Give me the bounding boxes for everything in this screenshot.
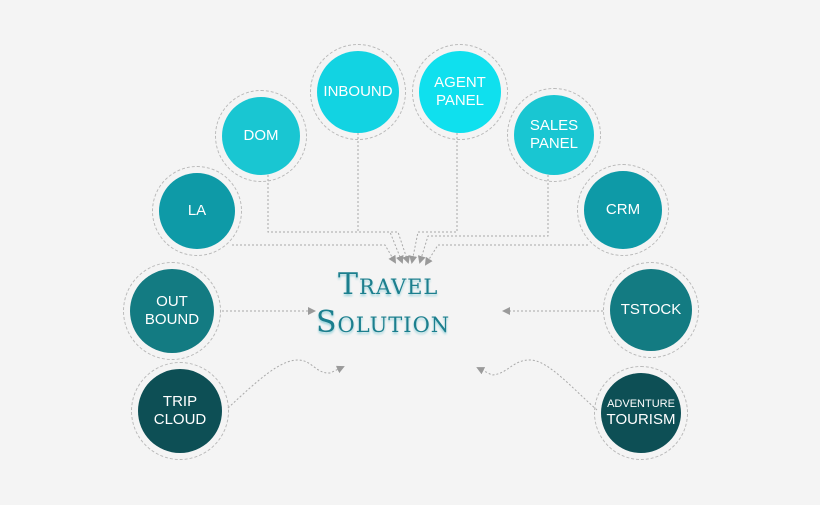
node-trip-cloud: TRIP CLOUD [131,362,229,460]
node-crm-label: CRM [605,201,641,218]
node-sales-panel-label-line1: SALES [529,117,579,134]
connector-agent-panel [409,133,458,264]
node-tstock-label: TSTOCK [620,301,682,318]
connector-dom [267,175,404,264]
connector-adventure-tourism [476,359,598,411]
node-agent-panel-label-line2: PANEL [435,92,485,109]
node-la-label: LA [187,202,207,219]
connector-crm [424,244,588,266]
node-adventure-tourism-label-line1: ADVENTURE [607,398,675,410]
node-agent-panel-core: AGENT PANEL [419,51,501,133]
node-dom-label: DOM [243,127,279,144]
connector-sales-panel [417,175,549,264]
connector-trip-cloud [227,359,345,409]
node-tstock-core: TSTOCK [610,269,692,351]
title-line-1: Travel [338,267,439,302]
title-line-2: Solution [316,305,451,340]
node-adventure-tourism-label-line2: TOURISM [606,411,676,428]
node-la-core: LA [159,173,235,249]
node-dom: DOM [215,90,307,182]
node-la: LA [152,166,242,256]
node-trip-cloud-label-line2: CLOUD [153,411,207,428]
node-adventure-tourism: ADVENTURE TOURISM [594,366,688,460]
node-agent-panel-label-line1: AGENT [434,74,486,91]
node-out-bound-label-line2: BOUND [144,311,200,328]
node-out-bound-label-line1: OUT [156,293,188,310]
node-trip-cloud-label-line1: TRIP [162,393,198,410]
node-dom-core: DOM [222,97,300,175]
node-tstock: TSTOCK [603,262,699,358]
node-trip-cloud-core: TRIP CLOUD [138,369,222,453]
connector-la [232,244,397,264]
node-inbound-core: INBOUND [317,51,399,133]
node-out-bound: OUT BOUND [123,262,221,360]
node-sales-panel: SALES PANEL [507,88,601,182]
node-sales-panel-label-line2: PANEL [529,135,579,152]
node-inbound: INBOUND [310,44,406,140]
node-sales-panel-core: SALES PANEL [514,95,594,175]
node-crm: CRM [577,164,669,256]
diagram-title: Travel Solution [316,266,506,342]
node-agent-panel: AGENT PANEL [412,44,508,140]
connector-inbound [357,133,410,264]
node-inbound-label: INBOUND [323,83,393,100]
node-out-bound-core: OUT BOUND [130,269,214,353]
node-adventure-tourism-core: ADVENTURE TOURISM [601,373,681,453]
node-crm-core: CRM [584,171,662,249]
